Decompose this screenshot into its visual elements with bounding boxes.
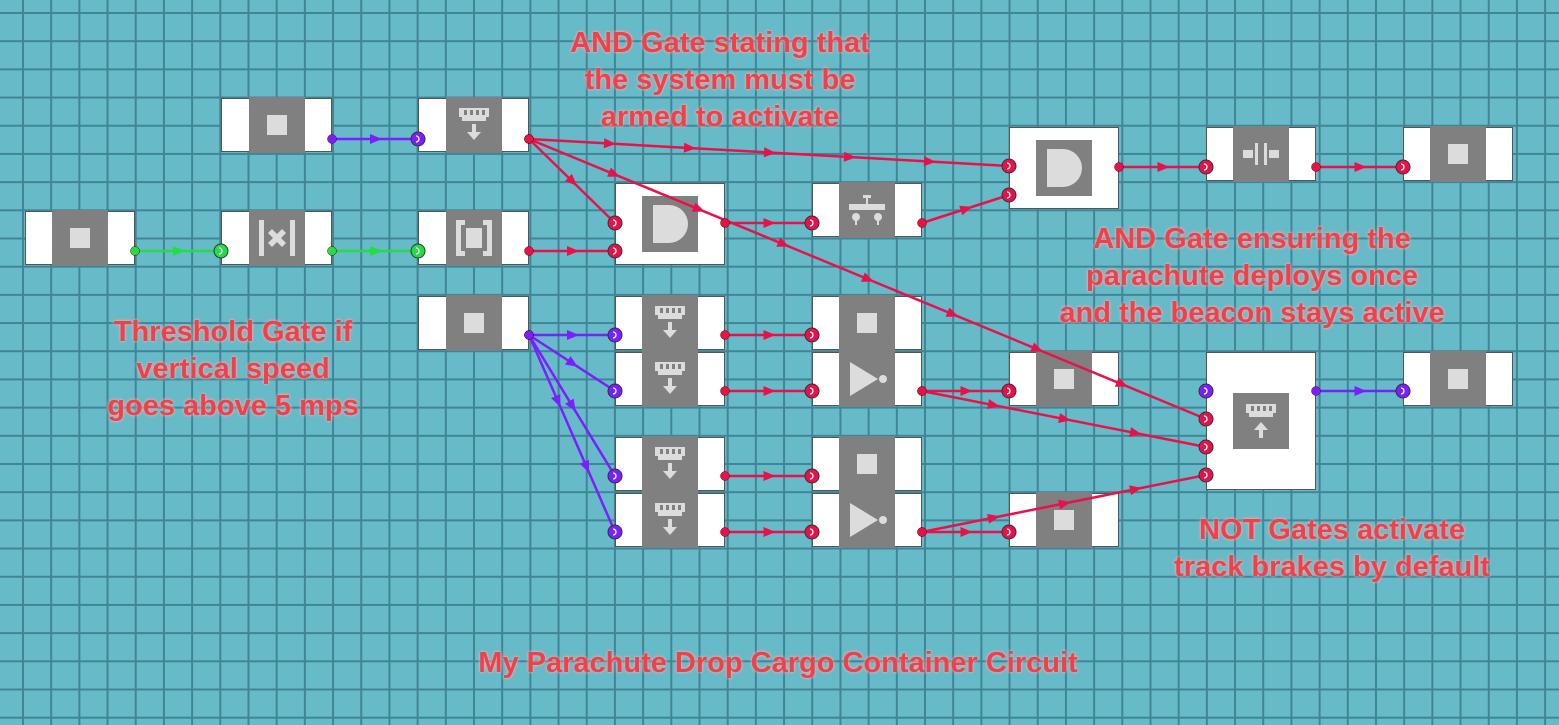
wire-arrow-icon	[763, 386, 776, 396]
not-gate-icon	[839, 492, 895, 548]
circuit-node-square[interactable]	[1009, 492, 1119, 548]
circuit-node-square[interactable]	[812, 436, 922, 492]
wire-arrow-icon	[843, 151, 856, 162]
wire-arrow-icon	[1058, 413, 1071, 423]
wire[interactable]	[527, 334, 617, 477]
circuit-node-and-gate[interactable]	[1009, 127, 1119, 209]
wire-arrow-icon	[960, 386, 973, 396]
square-icon	[839, 436, 895, 492]
wire-arrow-icon	[551, 394, 561, 408]
square-icon	[1430, 351, 1486, 407]
circuit-node-memory-write[interactable]	[615, 492, 725, 548]
wire-arrow-icon	[565, 398, 576, 412]
memory-write-icon	[642, 436, 698, 492]
memory-write-icon	[642, 492, 698, 548]
wire-arrow-icon	[370, 246, 382, 256]
wire-arrow-icon	[763, 147, 776, 158]
bracket-icon	[445, 210, 502, 266]
wire-arrow-icon	[565, 356, 578, 367]
circuit-node-capacitor[interactable]	[1206, 126, 1316, 182]
circuit-node-memory-write[interactable]	[418, 97, 529, 153]
circuit-node-button[interactable]	[812, 182, 922, 238]
button-icon	[839, 182, 895, 238]
capacitor-icon	[1233, 126, 1289, 182]
circuit-node-square[interactable]	[1403, 351, 1513, 407]
wire-arrow-icon	[763, 471, 776, 481]
circuit-node-memory-write[interactable]	[615, 351, 725, 407]
and-gate-icon	[1036, 140, 1092, 196]
square-icon	[1430, 126, 1486, 182]
wire-arrow-icon	[683, 142, 696, 153]
square-icon	[839, 295, 895, 351]
wire[interactable]	[528, 138, 616, 224]
circuit-node-memory-write[interactable]	[615, 436, 725, 492]
square-icon	[1036, 492, 1092, 548]
wire-arrow-icon	[603, 138, 616, 149]
square-icon	[445, 295, 502, 351]
wire[interactable]	[528, 137, 1010, 168]
square-icon	[1036, 351, 1092, 407]
square-icon	[52, 210, 108, 266]
circuit-node-memory-write[interactable]	[615, 295, 725, 351]
memory-read-icon	[1233, 393, 1289, 449]
and-gate-icon	[642, 196, 698, 252]
memory-write-icon	[642, 295, 698, 351]
circuit-node-bracket[interactable]	[418, 210, 529, 266]
wire-arrow-icon	[370, 134, 382, 144]
wire-arrow-icon	[987, 399, 1000, 409]
circuit-node-square[interactable]	[1403, 126, 1513, 182]
circuit-node-square[interactable]	[25, 210, 135, 266]
wire-arrow-icon	[1354, 162, 1367, 172]
circuit-title: My Parachute Drop Cargo Container Circui…	[478, 647, 1078, 679]
circuit-node-square[interactable]	[418, 295, 529, 351]
circuit-node-abs-multiply[interactable]	[221, 210, 332, 266]
wire-arrow-icon	[763, 218, 776, 228]
square-icon	[248, 97, 305, 153]
wire-arrow-icon	[763, 330, 776, 340]
circuit-node-square[interactable]	[812, 295, 922, 351]
wire[interactable]	[528, 333, 616, 393]
circuit-node-square[interactable]	[1009, 351, 1119, 407]
wire-arrow-icon	[923, 156, 936, 167]
abs-multiply-icon	[248, 210, 305, 266]
wire-arrow-icon	[776, 237, 790, 247]
wire-arrow-icon	[945, 307, 959, 317]
circuit-node-not-gate[interactable]	[812, 351, 922, 407]
wire[interactable]	[921, 193, 1010, 225]
circuit-node-square[interactable]	[221, 97, 332, 153]
memory-write-icon	[445, 97, 502, 153]
memory-write-icon	[642, 351, 698, 407]
circuit-node-not-gate[interactable]	[812, 492, 922, 548]
wire-arrow-icon	[763, 527, 776, 537]
wire-arrow-icon	[173, 246, 185, 256]
wire-arrow-icon	[987, 513, 1000, 524]
wire-arrow-icon	[1354, 386, 1367, 396]
wire-arrow-icon	[1129, 485, 1142, 496]
circuit-node-and-gate[interactable]	[615, 183, 725, 265]
wire[interactable]	[527, 334, 617, 533]
wire-arrow-icon	[564, 173, 578, 186]
not-gate-icon	[839, 351, 895, 407]
wire-arrow-icon	[860, 272, 874, 282]
wire-arrow-icon	[567, 246, 579, 256]
wire-arrow-icon	[960, 527, 973, 537]
circuit-node-memory-read[interactable]	[1206, 352, 1316, 490]
wire-arrow-icon	[959, 205, 973, 216]
wire-arrow-icon	[607, 167, 621, 177]
wire-arrow-icon	[567, 330, 579, 340]
wire-arrow-icon	[1157, 162, 1170, 172]
wire-arrow-icon	[579, 459, 590, 473]
wire-arrow-icon	[1129, 427, 1142, 437]
